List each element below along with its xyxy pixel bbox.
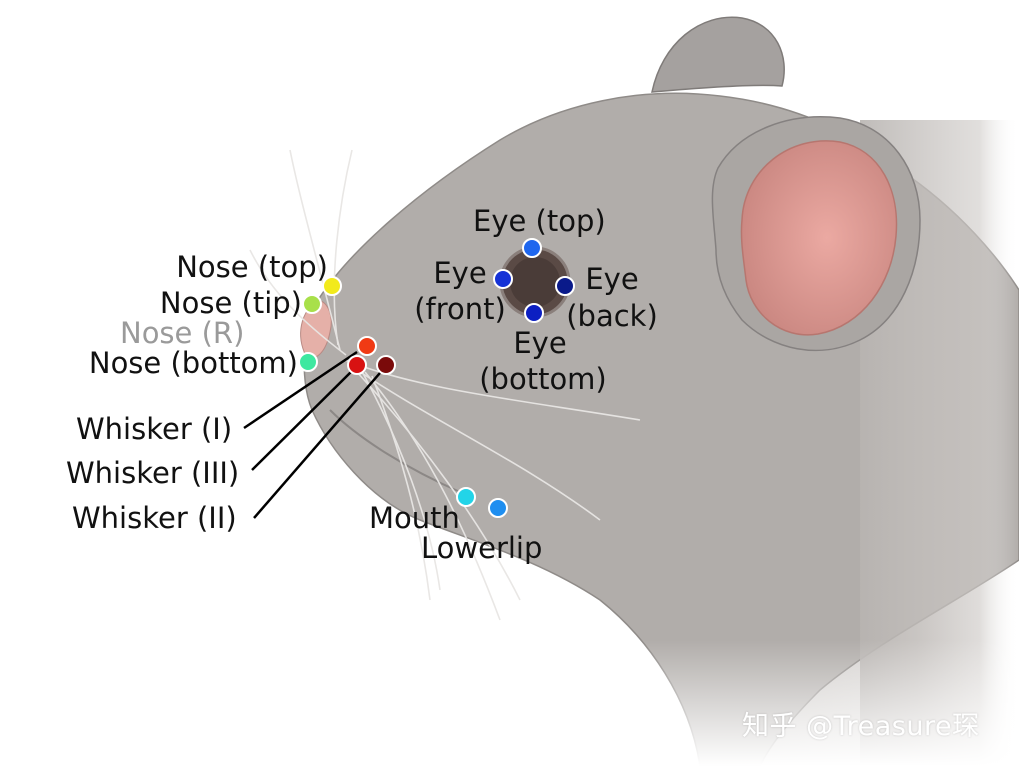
- label-eye-front-2: (front): [414, 292, 506, 326]
- leader-whisker-i: [243, 350, 358, 430]
- label-eye-back-1: Eye: [585, 262, 639, 296]
- mouth-line: [329, 409, 461, 493]
- keypoint-whisker-ii: [376, 355, 396, 375]
- label-eye-back-2: (back): [566, 299, 658, 333]
- keypoint-whisker-i: [357, 336, 377, 356]
- far-ear: [651, 16, 785, 93]
- keypoint-nose-tip: [302, 294, 322, 314]
- keypoint-lowerlip: [488, 498, 508, 518]
- leader-whisker-ii: [253, 365, 387, 519]
- bottom-fade: [600, 640, 1019, 766]
- keypoint-nose-bottom: [298, 352, 318, 372]
- label-nose-top: Nose (top): [176, 250, 328, 284]
- label-nose-r: Nose (R): [120, 316, 245, 350]
- label-whisker-i: Whisker (I): [76, 412, 233, 446]
- keypoint-eye-top: [522, 238, 542, 258]
- label-nose-tip: Nose (tip): [159, 286, 302, 320]
- keypoint-eye-bottom: [524, 303, 544, 323]
- keypoint-nose-top: [322, 276, 342, 296]
- inner-ear: [740, 140, 898, 336]
- leader-lines: [243, 350, 387, 519]
- label-whisker-ii: Whisker (II): [72, 501, 237, 535]
- label-eye-bottom-1: Eye: [513, 326, 567, 360]
- label-eye-front-1: Eye: [433, 256, 487, 290]
- watermark: 知乎 @Treasure琛: [742, 711, 980, 742]
- eye-highlight: [510, 257, 560, 307]
- label-mouth: Mouth: [369, 501, 460, 535]
- label-eye-bottom-2: (bottom): [479, 362, 607, 396]
- keypoint-mouth: [456, 487, 476, 507]
- keypoints: [298, 238, 575, 518]
- label-nose-bottom: Nose (bottom): [88, 346, 298, 380]
- label-whisker-iii: Whisker (III): [66, 456, 240, 490]
- keypoint-whisker-iii: [347, 355, 367, 375]
- label-eye-top: Eye (top): [473, 204, 606, 238]
- keypoint-eye-front: [493, 269, 513, 289]
- leader-whisker-iii: [251, 365, 358, 471]
- whiskers: [249, 149, 641, 621]
- label-lowerlip: Lowerlip: [421, 531, 543, 565]
- keypoint-eye-back: [555, 276, 575, 296]
